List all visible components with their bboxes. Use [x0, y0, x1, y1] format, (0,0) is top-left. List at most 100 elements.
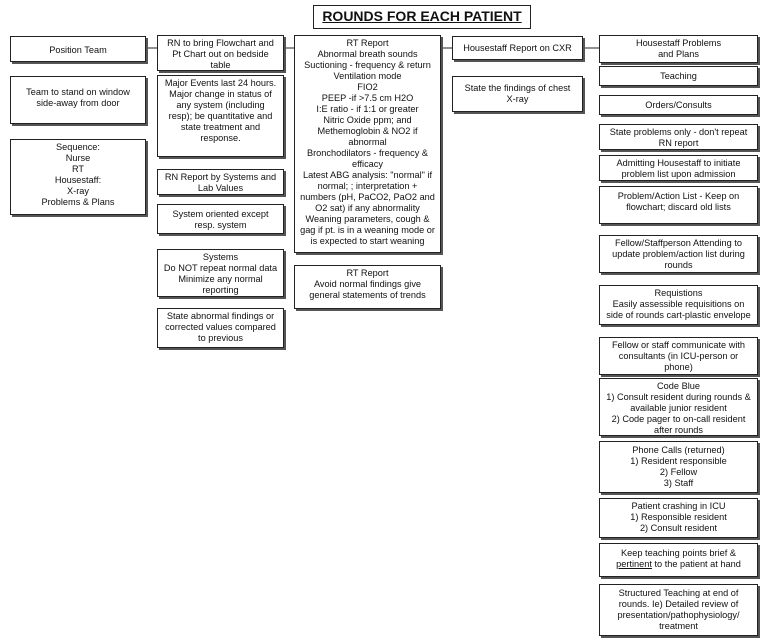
admitting-housestaff-box: Admitting Housestaff to initiate problem… [599, 155, 758, 181]
patient-crashing-line-2: 2) Consult resident [639, 523, 718, 533]
code-blue-line-1: 1) Consult resident during rounds & [606, 392, 751, 402]
fellow-update-line-1: update problem/action list during [612, 249, 745, 259]
rt-report-main-line-9: abnormal [348, 137, 387, 147]
rt-report-main-line-15: O2 sat) if any abnormality [315, 203, 420, 213]
orders-consults-box: Orders/Consults [599, 95, 758, 115]
phone-calls-box: Phone Calls (returned) 1) Resident respo… [599, 441, 758, 493]
major-events-line-2: any system (including [176, 100, 265, 110]
rt-report-main-line-8: Methemoglobin & NO2 if [317, 126, 418, 136]
sequence-line-1: Nurse [65, 153, 91, 163]
team-stand-line-1: side-away from door [36, 98, 120, 108]
rt-report-main-line-6: I:E ratio - if 1:1 or greater [316, 104, 419, 114]
systems-normal-line-1: Do NOT repeat normal data [163, 263, 278, 273]
rn-flowchart-line-1: Pt Chart out on bedside [172, 49, 269, 59]
structured-teaching-line-2: presentation/pathophysiology/ [617, 610, 740, 620]
rt-report-main-line-12: Latest ABG analysis: "normal" if [302, 170, 433, 180]
problems-plans-line-0: Housestaff Problems [635, 38, 722, 48]
code-blue-line-2: available junior resident [630, 403, 727, 413]
rt-report-main-line-16: Weaning parameters, cough & [305, 214, 430, 224]
fellow-communicate-line-1: consultants (in ICU-person or [618, 351, 739, 361]
system-oriented-line-0: System oriented except [172, 209, 269, 219]
problem-action-list-box: Problem/Action List - Keep on flowchart;… [599, 186, 758, 224]
rn-report-systems-line-0: RN Report by Systems and [164, 172, 277, 182]
problems-plans-line-1: and Plans [658, 49, 699, 59]
team-stand-line-0: Team to stand on window [26, 87, 130, 97]
requisitions-line-0: Requistions [654, 288, 703, 298]
structured-teaching-line-3: treatment [659, 621, 698, 631]
orders-consults-line-0: Orders/Consults [645, 100, 712, 110]
housestaff-cxr-line-0: Housestaff Report on CXR [463, 43, 572, 53]
structured-teaching-box: Structured Teaching at end of rounds. Ie… [599, 584, 758, 636]
chest-xray-line-1: X-ray [506, 94, 529, 104]
rt-report-main-line-14: numbers (pH, PaCO2, PaO2 and [300, 192, 435, 202]
position-team-box: Position Team [10, 36, 146, 62]
position-team-line-0: Position Team [49, 45, 107, 55]
rt-report-main-line-2: Suctioning - frequency & return [304, 60, 431, 70]
code-blue-box: Code Blue 1) Consult resident during rou… [599, 378, 758, 436]
major-events-box: Major Events last 24 hours. Major change… [157, 75, 284, 157]
state-problems-line-0: State problems only - don't repeat [609, 127, 748, 137]
rt-report-trends-box: RT Report Avoid normal findings give gen… [294, 265, 441, 309]
rt-report-main-line-4: FIO2 [357, 82, 378, 92]
problem-action-list-line-1: flowchart; discard old lists [626, 202, 731, 212]
requisitions-box: Requistions Easily assessible requisitio… [599, 285, 758, 325]
rn-report-systems-box: RN Report by Systems and Lab Values [157, 169, 284, 195]
fellow-communicate-line-0: Fellow or staff communicate with [611, 340, 746, 350]
structured-teaching-line-1: rounds. Ie) Detailed review of [618, 599, 739, 609]
systems-normal-line-0: Systems [202, 252, 239, 262]
code-blue-line-4: after rounds [653, 425, 704, 435]
keep-teaching-line-1: pertinent to the patient at hand [616, 559, 741, 569]
system-oriented-line-1: resp. system [194, 220, 247, 230]
state-abnormal-line-2: to previous [198, 333, 243, 343]
patient-crashing-line-1: 1) Responsible resident [630, 512, 727, 522]
rt-report-main-line-11: efficacy [352, 159, 383, 169]
rt-report-main-line-1: Abnormal breath sounds [317, 49, 418, 59]
phone-calls-line-2: 2) Fellow [659, 467, 698, 477]
rt-report-trends-line-0: RT Report [346, 268, 389, 278]
sequence-line-0: Sequence: [56, 142, 100, 152]
keep-teaching-line-0: Keep teaching points brief & [621, 548, 736, 558]
rt-report-main-box: RT Report Abnormal breath sounds Suction… [294, 35, 441, 253]
major-events-line-1: Major change in status of [169, 89, 272, 99]
fellow-communicate-box: Fellow or staff communicate with consult… [599, 337, 758, 375]
state-problems-box: State problems only - don't repeat RN re… [599, 124, 758, 150]
state-abnormal-box: State abnormal findings or corrected val… [157, 308, 284, 348]
code-blue-line-0: Code Blue [657, 381, 700, 391]
rt-report-main-line-10: Bronchodilators - frequency & [306, 148, 429, 158]
teaching-box: Teaching [599, 66, 758, 86]
phone-calls-line-1: 1) Resident responsible [630, 456, 727, 466]
major-events-line-3: resp); be quantitative and [168, 111, 273, 121]
structured-teaching-line-0: Structured Teaching at end of [618, 588, 739, 598]
chest-xray-line-0: State the findings of chest [464, 83, 571, 93]
patient-crashing-box: Patient crashing in ICU 1) Responsible r… [599, 498, 758, 538]
fellow-update-line-0: Fellow/Staffperson Attending to [614, 238, 742, 248]
rt-report-main-line-7: Nitric Oxide ppm; and [323, 115, 412, 125]
requisitions-line-1: Easily assessible requisitions on [612, 299, 745, 309]
problems-plans-box: Housestaff Problems and Plans [599, 35, 758, 63]
sequence-line-2: RT [71, 164, 85, 174]
phone-calls-line-0: Phone Calls (returned) [632, 445, 725, 455]
rn-flowchart-box: RN to bring Flowchart and Pt Chart out o… [157, 35, 284, 71]
rt-report-main-line-13: normal; ; interpretation + [317, 181, 418, 191]
system-oriented-box: System oriented except resp. system [157, 204, 284, 234]
major-events-line-4: state treatment and [180, 122, 261, 132]
rt-report-main-line-17: gag if pt. is in a weaning mode or [300, 225, 435, 235]
rn-flowchart-line-2: table [210, 60, 231, 70]
pertinent-emphasis: pertinent [616, 559, 652, 569]
rt-report-main-line-5: PEEP -if >7.5 cm H2O [321, 93, 414, 103]
fellow-update-line-2: rounds [664, 260, 693, 270]
state-abnormal-line-1: corrected values compared [165, 322, 276, 332]
systems-normal-line-3: reporting [202, 285, 239, 295]
sequence-line-3: Housestaff: [54, 175, 102, 185]
code-blue-line-3: 2) Code pager to on-call resident [611, 414, 746, 424]
admitting-housestaff-line-0: Admitting Housestaff to initiate [616, 158, 741, 168]
team-stand-box: Team to stand on window side-away from d… [10, 76, 146, 124]
rt-report-main-line-18: is expected to start weaning [310, 236, 425, 246]
rt-report-trends-line-2: general statements of trends [309, 290, 426, 300]
major-events-line-5: response. [200, 133, 241, 143]
state-problems-line-1: RN report [658, 138, 699, 148]
fellow-update-box: Fellow/Staffperson Attending to update p… [599, 235, 758, 273]
patient-crashing-line-0: Patient crashing in ICU [631, 501, 726, 511]
teaching-line-0: Teaching [660, 71, 697, 81]
